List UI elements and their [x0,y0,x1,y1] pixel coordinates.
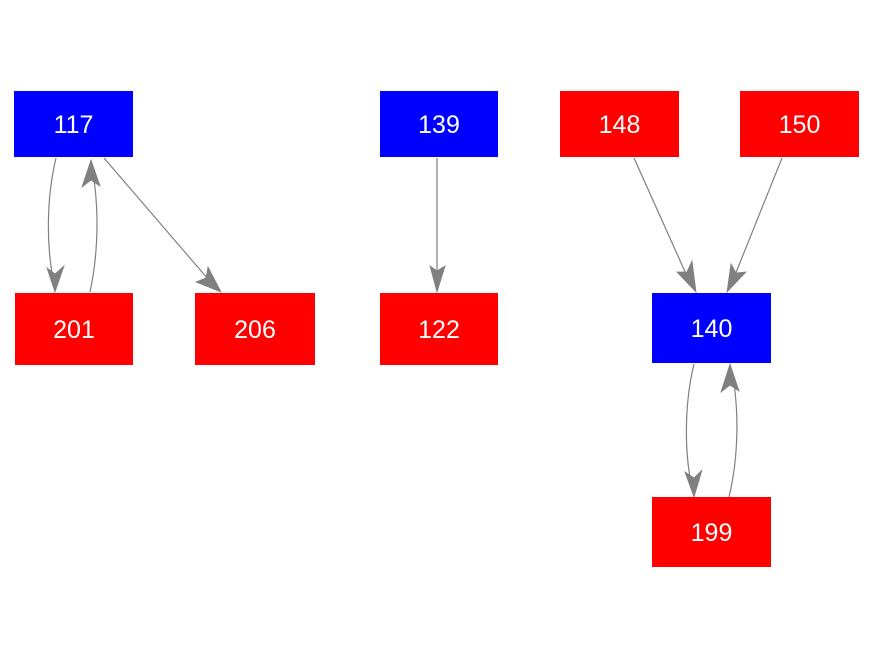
arrowhead-icon [720,362,740,394]
edge-117-to-206 [103,157,222,293]
edges-layer [46,157,783,499]
node-box[interactable] [380,91,498,157]
arrowhead-icon [684,469,703,499]
node-206[interactable]: 206 [195,293,315,365]
node-box[interactable] [740,91,859,157]
node-139[interactable]: 139 [380,91,498,157]
node-box[interactable] [195,293,315,365]
edge-117-to-201 [46,157,65,294]
arrowhead-icon [676,259,697,294]
node-140[interactable]: 140 [652,293,771,363]
edge-line [103,157,215,287]
arrowhead-icon [46,264,65,294]
edge-line [633,157,692,286]
node-122[interactable]: 122 [380,293,498,365]
edge-139-to-122 [429,158,446,294]
node-148[interactable]: 148 [560,91,679,157]
node-box[interactable] [14,91,133,157]
edge-199-to-140 [720,362,740,498]
node-201[interactable]: 201 [15,293,133,365]
node-117[interactable]: 117 [14,91,133,157]
edge-201-to-117 [81,158,101,293]
node-box[interactable] [15,293,133,365]
arrowhead-icon [81,158,101,189]
arrowhead-icon [194,265,222,293]
node-box[interactable] [560,91,679,157]
edge-148-to-140 [633,157,697,294]
arrowhead-icon [726,262,748,294]
node-box[interactable] [380,293,498,365]
edge-line [730,157,783,286]
node-150[interactable]: 150 [740,91,859,157]
node-box[interactable] [652,293,771,363]
node-199[interactable]: 199 [652,497,771,567]
edge-150-to-140 [726,157,783,294]
edge-140-to-199 [684,363,703,499]
arrowhead-icon [429,265,446,294]
node-box[interactable] [652,497,771,567]
